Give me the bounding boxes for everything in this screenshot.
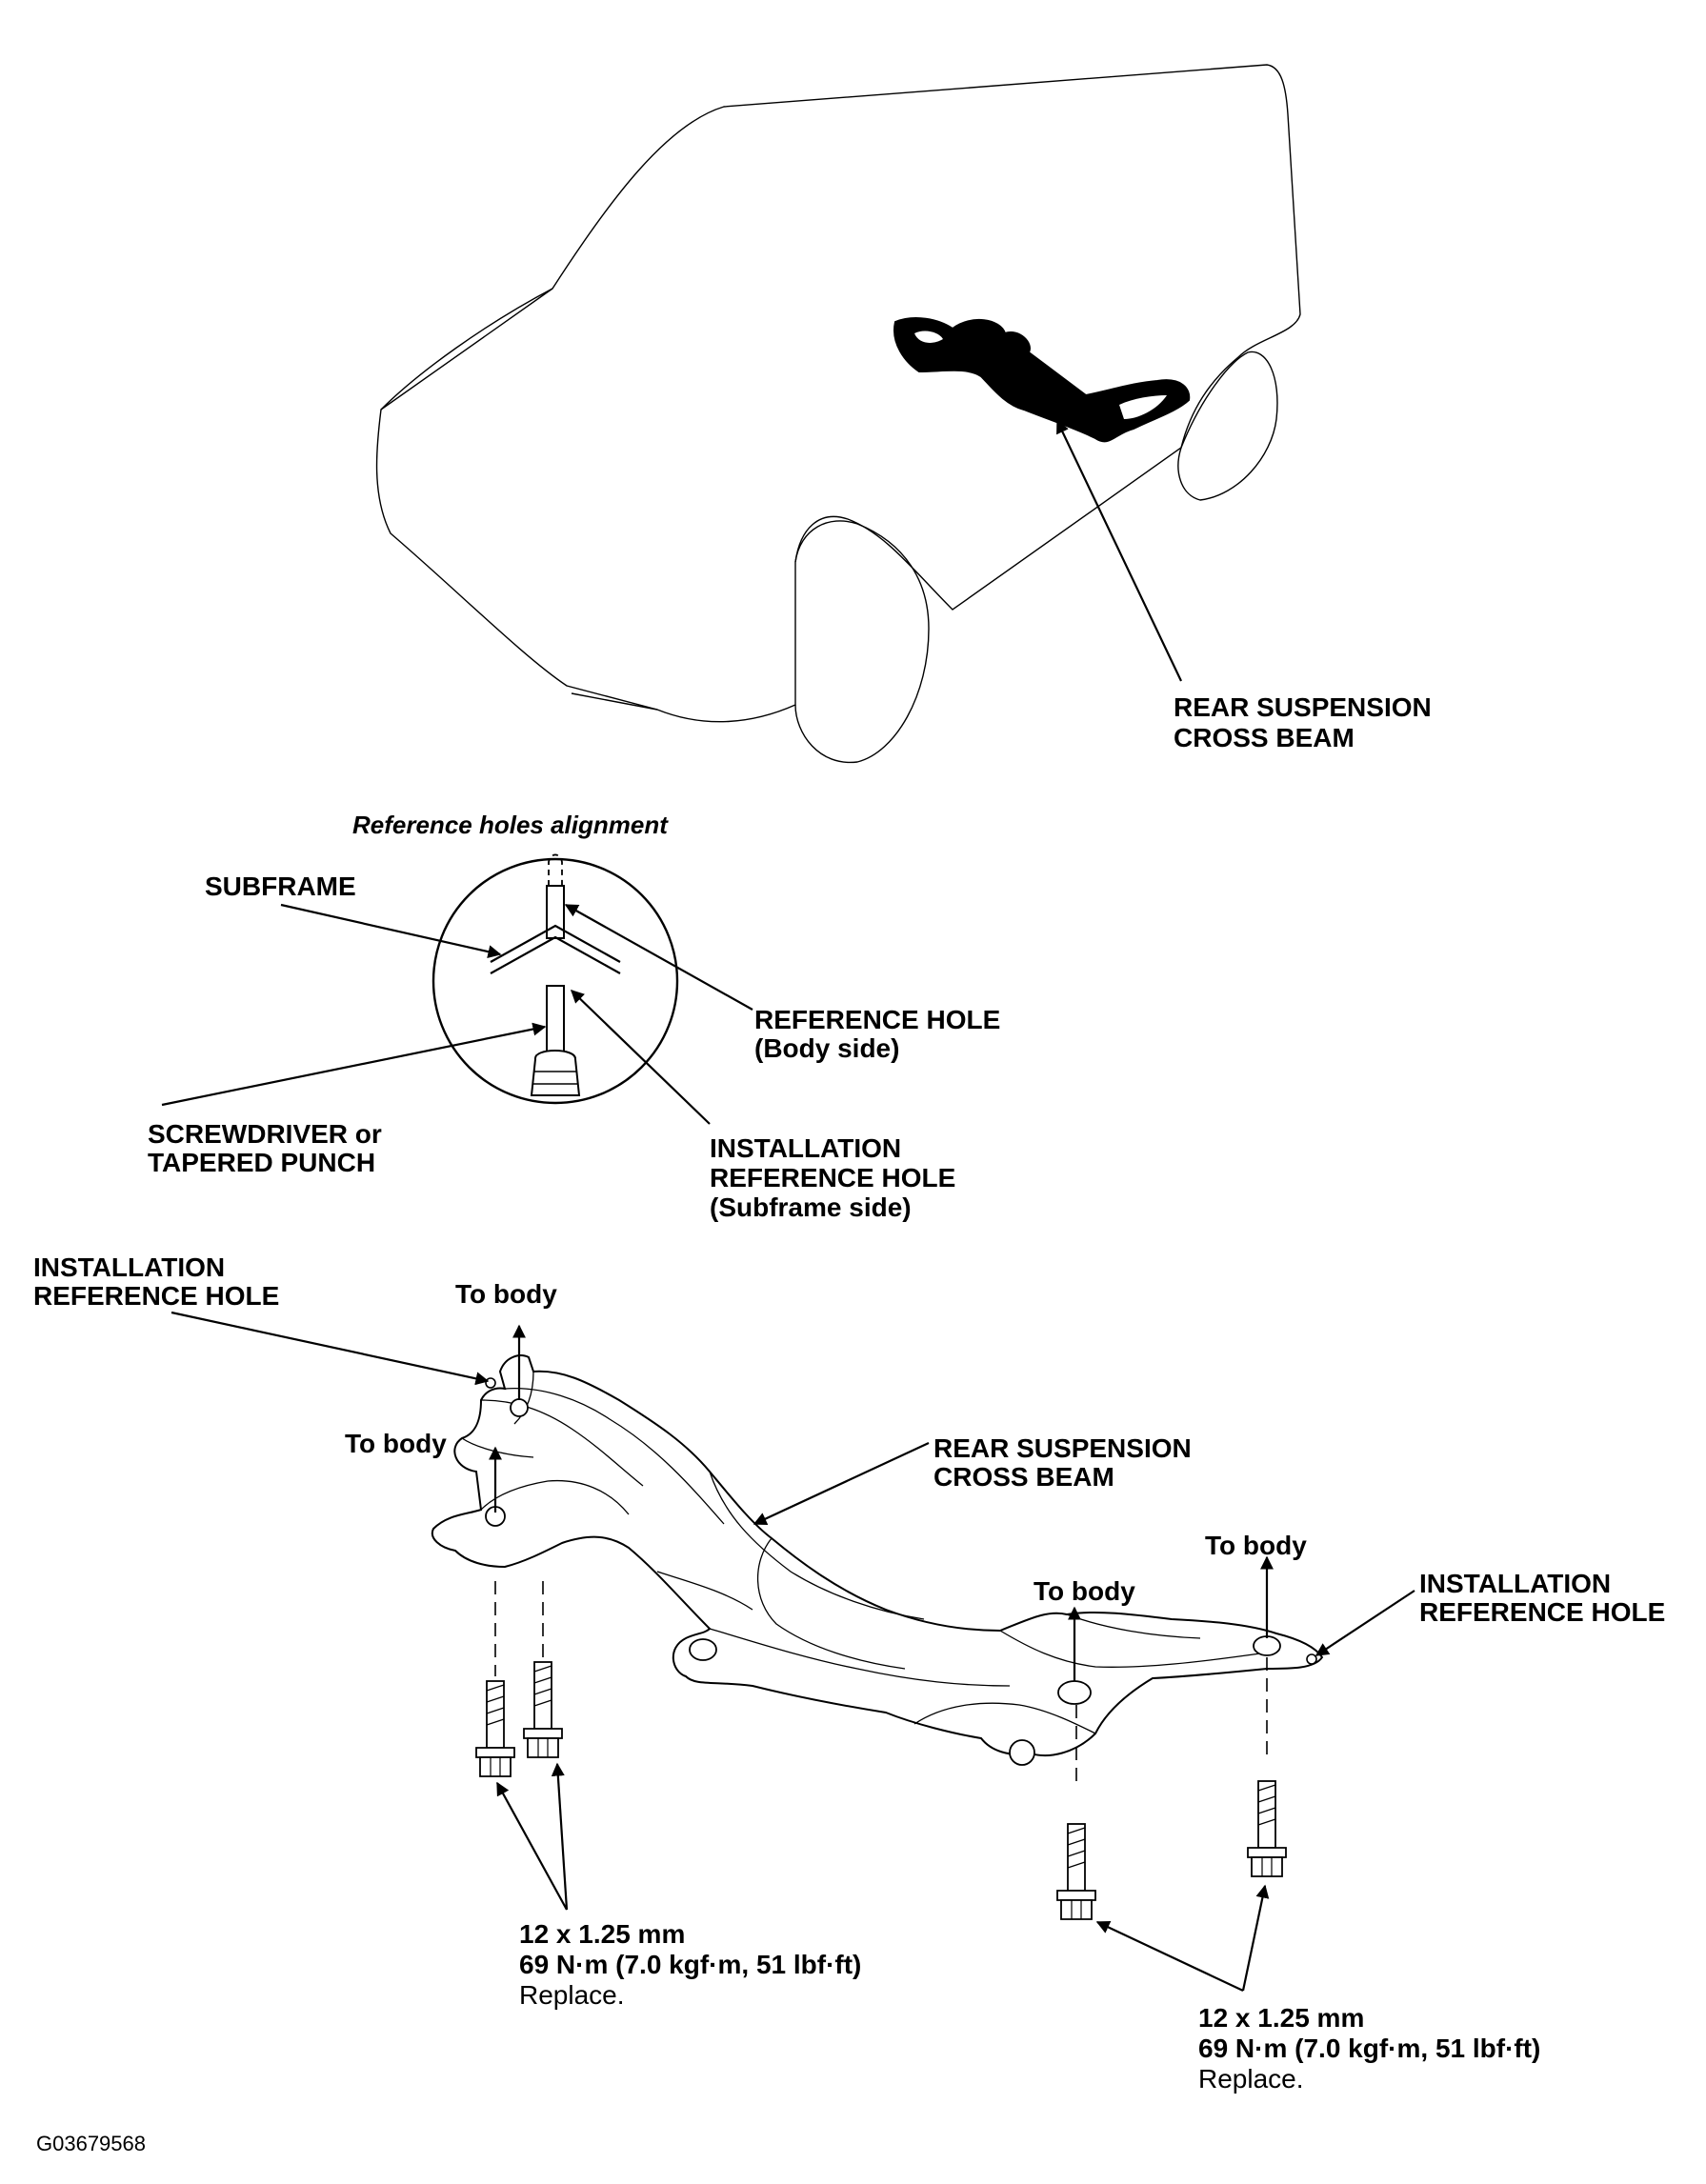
bolt-spec-right-note: Replace.: [1198, 2064, 1304, 2094]
bolt-axis-lines: [494, 1581, 1268, 1781]
top-beam-leader: [1056, 419, 1182, 682]
left-install-label-line1: INSTALLATION: [33, 1252, 225, 1282]
tool-label-line2: TAPERED PUNCH: [148, 1148, 375, 1177]
bottom-beam-label-line2: CROSS BEAM: [933, 1462, 1114, 1492]
to-body-label-2: To body: [345, 1429, 447, 1458]
figure-code: G03679568: [36, 2132, 146, 2155]
ref-hole-label: REFERENCE HOLE (Body side): [754, 1005, 1008, 1063]
subframe-leader: [280, 903, 502, 959]
left-install-label-line2: REFERENCE HOLE: [33, 1281, 279, 1311]
to-body-label-3: To body: [1034, 1576, 1135, 1606]
right-install-label: INSTALLATION REFERENCE HOLE: [1419, 1569, 1665, 1627]
ref-hole-leader: [564, 904, 753, 1011]
to-body-label-4: To body: [1205, 1531, 1307, 1560]
vehicle-beam-silhouette: [893, 317, 1191, 443]
to-body-label-1: To body: [455, 1279, 557, 1309]
left-install-label: INSTALLATION REFERENCE HOLE: [33, 1252, 279, 1311]
bolt-spec-left-note: Replace.: [519, 1980, 625, 2010]
install-hole-leader: [570, 990, 711, 1125]
spec-right-leader-2: [1241, 1884, 1270, 1992]
inset-title: Reference holes alignment: [352, 811, 669, 839]
top-beam-label-line2: CROSS BEAM: [1174, 723, 1355, 752]
bolt-spec-left-torque: 69 N·m (7.0 kgf·m, 51 lbf·ft): [519, 1950, 861, 1979]
bolt-left-1: [475, 1680, 515, 1777]
bottom-beam-leader: [753, 1442, 930, 1526]
bottom-beam-label-line1: REAR SUSPENSION: [933, 1433, 1192, 1463]
bolt-left-2: [523, 1661, 563, 1758]
right-install-label-line2: REFERENCE HOLE: [1419, 1597, 1665, 1627]
install-hole-label-line3: (Subframe side): [710, 1192, 912, 1222]
bolt-right-2: [1247, 1780, 1287, 1877]
left-install-leader: [171, 1311, 490, 1386]
top-beam-label: REAR SUSPENSION CROSS BEAM: [1174, 692, 1439, 752]
spec-right-leader-1: [1095, 1921, 1244, 1992]
install-hole-label-line1: INSTALLATION: [710, 1133, 901, 1163]
spec-left-leader-2: [551, 1762, 569, 1911]
bolt-spec-left: 12 x 1.25 mm 69 N·m (7.0 kgf·m, 51 lbf·f…: [519, 1919, 865, 2010]
ref-hole-label-line2: (Body side): [754, 1033, 899, 1063]
tool-label: SCREWDRIVER or TAPERED PUNCH: [148, 1119, 390, 1177]
ref-hole-label-line1: REFERENCE HOLE: [754, 1005, 1000, 1034]
subframe-label: SUBFRAME: [205, 872, 356, 901]
spec-left-leader-1: [496, 1781, 568, 1911]
top-beam-label-line1: REAR SUSPENSION: [1174, 692, 1432, 722]
bolt-spec-left-size: 12 x 1.25 mm: [519, 1919, 685, 1949]
bottom-beam-label: REAR SUSPENSION CROSS BEAM: [933, 1433, 1199, 1492]
install-hole-label-line2: REFERENCE HOLE: [710, 1163, 955, 1192]
install-hole-label: INSTALLATION REFERENCE HOLE (Subframe si…: [710, 1133, 963, 1222]
right-install-label-line1: INSTALLATION: [1419, 1569, 1611, 1598]
bolt-spec-right-torque: 69 N·m (7.0 kgf·m, 51 lbf·ft): [1198, 2034, 1540, 2063]
cross-beam: [431, 1354, 1324, 1766]
vehicle-outline: [375, 64, 1301, 764]
tool-leader: [161, 1022, 547, 1107]
inset-circle: [432, 853, 679, 1105]
tool-label-line1: SCREWDRIVER or: [148, 1119, 382, 1149]
bolt-spec-right-size: 12 x 1.25 mm: [1198, 2003, 1364, 2033]
bolt-spec-right: 12 x 1.25 mm 69 N·m (7.0 kgf·m, 51 lbf·f…: [1198, 2003, 1544, 2094]
right-install-leader: [1315, 1590, 1415, 1656]
bolt-right-1: [1056, 1823, 1096, 1920]
